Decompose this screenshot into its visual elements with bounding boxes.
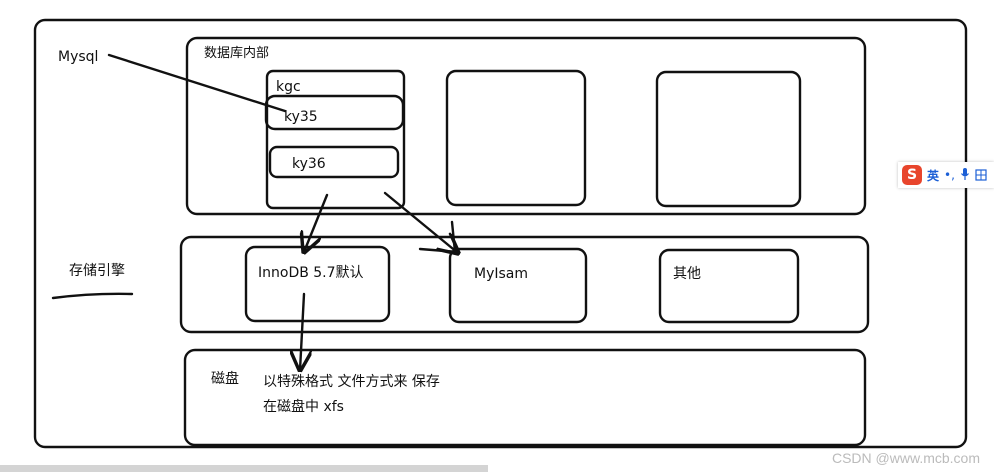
ky36-label: ky36 <box>292 156 326 172</box>
ky35-label: ky35 <box>284 109 318 125</box>
disk-box <box>183 348 867 447</box>
ime-language-toggle[interactable]: 英 <box>927 168 940 183</box>
storage-engine-label: 存储引擎 <box>69 263 125 279</box>
csdn-watermark: CSDN @www.mcb.com <box>831 450 980 466</box>
mysql-outer-box <box>33 18 968 449</box>
arrow-kgc-to-innodb <box>304 193 329 252</box>
grid-icon[interactable] <box>975 166 987 185</box>
db-internal-box <box>185 36 867 216</box>
mysql-pointer-line <box>107 53 287 113</box>
kgc-box <box>265 69 406 210</box>
connector-mark <box>450 220 457 254</box>
innodb-label: InnoDB 5.7默认 <box>258 265 364 281</box>
arrow-innodb-to-disk <box>300 292 304 370</box>
innodb-box <box>244 245 391 323</box>
other-engine-label: 其他 <box>673 266 701 282</box>
connector-mark-2 <box>418 247 460 254</box>
ky35-box <box>264 94 405 131</box>
ky36-box <box>268 145 400 179</box>
myisam-box <box>448 247 588 324</box>
empty-db-box-3 <box>655 70 802 208</box>
microphone-icon[interactable] <box>960 166 970 185</box>
disk-description-line2: 在磁盘中 xfs <box>263 399 344 415</box>
db-internal-label: 数据库内部 <box>204 46 270 61</box>
disk-label: 磁盘 <box>211 371 239 387</box>
storage-engine-underline <box>51 292 134 300</box>
storage-engine-box <box>179 235 870 334</box>
sogou-logo-icon[interactable]: S <box>902 165 922 185</box>
kgc-label: kgc <box>276 79 301 95</box>
ime-punctuation-toggle[interactable]: •, <box>944 168 955 182</box>
horizontal-scrollbar[interactable] <box>0 465 488 472</box>
empty-db-box-2 <box>445 69 587 207</box>
myisam-label: MyIsam <box>474 266 529 282</box>
other-engine-box <box>658 248 800 324</box>
mysql-label: Mysql <box>58 49 99 65</box>
ime-toolbar[interactable]: S 英 •, <box>898 162 994 188</box>
arrow-kgc-to-myisam <box>383 191 458 253</box>
disk-description-line1: 以特殊格式 文件方式来 保存 <box>263 374 440 390</box>
